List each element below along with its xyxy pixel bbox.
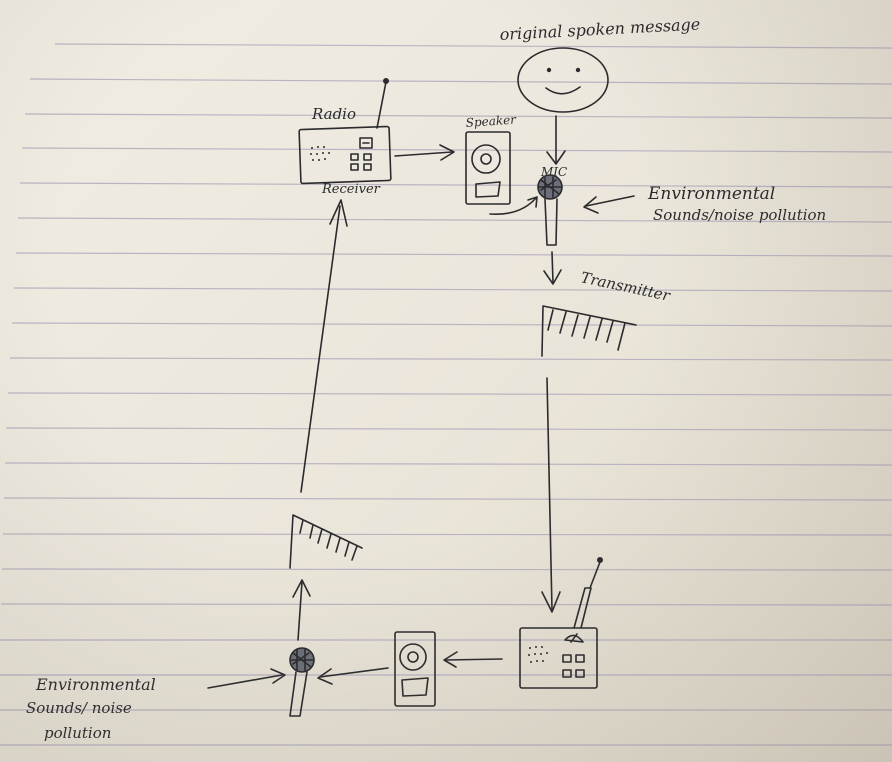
arrow-mic-to-transmitter-bottom [292, 579, 311, 641]
radio-bottom-icon [519, 557, 603, 689]
microphone-icon [537, 174, 563, 246]
environmental-bottom-line3: pollution [44, 724, 111, 742]
receiver-label: Receiver [321, 182, 381, 197]
environmental-bottom-line2: Sounds/ noise [26, 699, 132, 717]
environmental-top-line2: Sounds/noise pollution [653, 206, 826, 224]
arrow-environment-to-mic-bottom [207, 668, 286, 689]
arrow-speaker-to-mic [489, 197, 537, 215]
arrow-transmitter-to-radio-top [300, 199, 348, 493]
environmental-top-line1: Environmental [647, 184, 775, 204]
arrow-face-to-mic [546, 115, 566, 165]
arrow-environment-to-mic-top [583, 195, 635, 214]
radio-icon [298, 78, 392, 185]
speaker-bottom-icon [394, 631, 436, 707]
arrow-transmitter-to-radio [541, 377, 561, 613]
radio-label: Radio [311, 105, 356, 123]
ruled-lines [0, 43, 892, 746]
arrow-speaker-to-mic-head [527, 196, 538, 208]
environmental-bottom-line1: Environmental [35, 675, 156, 694]
original-message-label: original spoken message [499, 15, 700, 44]
arrow-mic-to-transmitter [543, 251, 562, 285]
antenna-bottom-icon [289, 514, 363, 569]
microphone-bottom-icon [289, 647, 315, 717]
arrow-radio-to-speaker [394, 144, 455, 161]
smiley-face-icon [517, 47, 609, 113]
speaker-label: Speaker [465, 112, 517, 130]
antenna-icon [541, 305, 637, 357]
transmitter-label: Transmitter [579, 268, 672, 305]
speaker-icon [465, 131, 511, 205]
arrow-speaker-to-mic-bottom [317, 667, 389, 685]
arrow-radio-to-speaker-bottom [443, 651, 503, 668]
